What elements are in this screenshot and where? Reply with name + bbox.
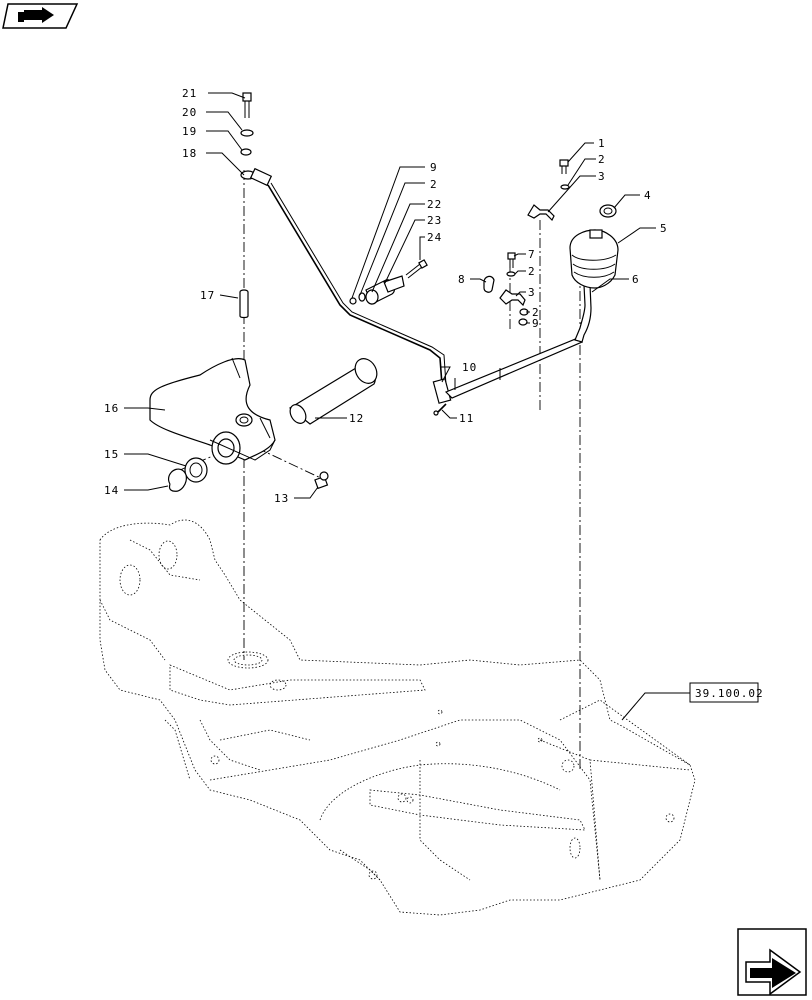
grease-fitting-13 — [314, 471, 329, 490]
callout-17: 17 — [200, 289, 215, 302]
screw-7 — [507, 252, 516, 268]
clip-3-mid — [499, 289, 526, 307]
callout-6: 6 — [632, 273, 640, 286]
pin-11 — [433, 403, 447, 416]
callout-23: 23 — [427, 214, 442, 227]
pin-17 — [239, 289, 249, 319]
callout-9b: 9 — [532, 317, 540, 330]
clip-3-top — [527, 204, 555, 222]
screw-24 — [405, 259, 428, 279]
callout-labels: 21 20 19 18 17 16 15 14 13 12 11 10 9 2 … — [104, 87, 668, 505]
parts — [149, 92, 619, 492]
callout-3b: 3 — [528, 286, 536, 299]
boot-5 — [569, 229, 619, 289]
callout-4: 4 — [644, 189, 652, 202]
callout-2b: 2 — [598, 153, 606, 166]
callout-10: 10 — [462, 361, 477, 374]
callout-5: 5 — [660, 222, 668, 235]
callout-13: 13 — [274, 492, 289, 505]
leader-lines — [124, 92, 690, 721]
bolt-21 — [242, 92, 252, 118]
snap-ring-14 — [168, 468, 187, 492]
callout-24: 24 — [427, 231, 442, 244]
centerlines — [179, 170, 581, 770]
cap-4 — [599, 204, 617, 218]
callout-14: 14 — [104, 484, 119, 497]
bushing-22-23 — [349, 275, 405, 305]
callout-20: 20 — [182, 106, 197, 119]
callout-2d: 2 — [532, 306, 540, 319]
callout-12: 12 — [349, 412, 364, 425]
lever-assembly-6 — [432, 284, 592, 404]
callout-3a: 3 — [598, 170, 606, 183]
callout-2a: 2 — [430, 178, 438, 191]
callout-7: 7 — [528, 248, 536, 261]
callout-8: 8 — [458, 273, 466, 286]
callout-2c: 2 — [528, 265, 536, 278]
callout-18: 18 — [182, 147, 197, 160]
callout-9a: 9 — [430, 161, 438, 174]
clip-8 — [483, 275, 495, 293]
chassis-frame — [99, 519, 696, 916]
washer-20 — [240, 129, 254, 137]
callout-16: 16 — [104, 402, 119, 415]
washer-15 — [184, 457, 208, 483]
callout-21: 21 — [182, 87, 197, 100]
control-rod-18 — [240, 167, 447, 386]
reference-link-box[interactable]: 39.100.02 — [689, 682, 764, 703]
callout-19: 19 — [182, 125, 197, 138]
screw-1 — [559, 159, 569, 174]
next-page-arrow-icon[interactable] — [737, 928, 807, 996]
folder-arrow-icon[interactable] — [2, 3, 79, 29]
nut-19 — [240, 148, 252, 156]
shaft-12 — [288, 358, 378, 425]
callout-11: 11 — [459, 412, 474, 425]
reference-label: 39.100.02 — [695, 687, 764, 700]
callout-1: 1 — [598, 137, 606, 150]
support-bracket-16 — [149, 357, 276, 465]
callout-22: 22 — [427, 198, 442, 211]
callout-15: 15 — [104, 448, 119, 461]
